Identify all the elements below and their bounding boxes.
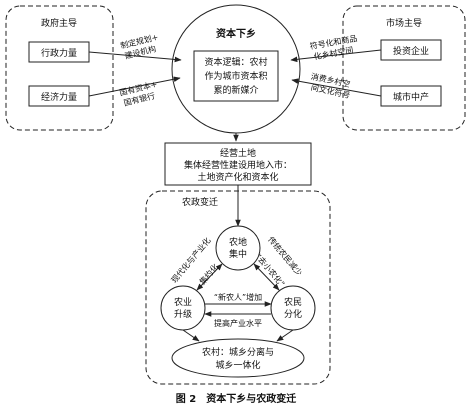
agriculture-upgrade-line-2: 升级 — [174, 308, 192, 320]
market-group-title: 市场主导 — [386, 17, 422, 29]
figure-caption: 图 2 资本下乡与农政变迁 — [176, 392, 296, 405]
government-group-border — [5, 5, 114, 131]
arrow-admin-to-center — [88, 51, 182, 63]
capital-logic-box — [193, 50, 279, 102]
market-group: 市场主导 投资企业 城市中产 — [342, 5, 466, 131]
arrow-middleclass-to-center — [291, 78, 382, 97]
rural-ellipse — [171, 338, 305, 378]
arrow-land-peasant — [253, 263, 280, 291]
land-management-line-2: 集体经营性建设用地入市： — [184, 159, 292, 171]
arrow-peasant-to-rural — [276, 329, 294, 342]
capital-center: 资本下乡 资本逻辑：农村 作为城市资本积 累的新媒介 — [171, 4, 301, 134]
land-management-line-3: 土地资产化和资本化 — [197, 171, 278, 183]
government-group: 政府主导 行政力量 经济力量 — [5, 5, 114, 131]
peasant-differentiation-line-2: 分化 — [284, 308, 302, 320]
arrow-agriculture-to-rural — [182, 329, 200, 342]
agrarian-change-title: 农政变迁 — [182, 196, 218, 208]
arrow-investment-to-center — [290, 49, 382, 63]
capital-logic-line-2: 作为城市资本积 — [204, 70, 267, 82]
market-group-border — [342, 5, 466, 131]
capital-logic-line-3: 累的新媒介 — [213, 84, 258, 96]
label-intensification: 集约化 — [197, 262, 220, 287]
land-concentration-circle — [215, 225, 261, 271]
investment-enterprise-label: 投资企业 — [393, 45, 429, 57]
peasant-differentiation-circle — [270, 285, 316, 331]
peasant-differentiation-line-1: 农民 — [284, 296, 302, 308]
agriculture-upgrade-line-1: 农业 — [174, 296, 192, 308]
land-management-line-1: 经营土地 — [220, 147, 256, 159]
capital-center-title: 资本下乡 — [216, 27, 256, 40]
land-concentration-line-2: 集中 — [229, 248, 247, 260]
land-management: 经营土地 集体经营性建设用地入市： 土地资产化和资本化 — [164, 142, 312, 186]
rural-ellipse-line-1: 农村：城乡分离与 — [202, 346, 274, 358]
arrow-land-agriculture — [196, 263, 223, 291]
land-management-box — [164, 142, 312, 186]
rural-ellipse-line-2: 城乡一体化 — [215, 359, 260, 371]
agrarian-change-border — [145, 190, 331, 385]
agriculture-upgrade-circle — [160, 285, 206, 331]
label-new-farmers: “新农人”增加 — [214, 292, 262, 302]
arrow-economic-to-center — [88, 76, 181, 97]
land-concentration-line-1: 农地 — [229, 236, 247, 248]
government-group-title: 政府主导 — [41, 17, 77, 29]
label-raise-industry-level: 提高产业水平 — [214, 318, 262, 328]
capital-logic-line-1: 资本逻辑：农村 — [204, 56, 267, 68]
economic-power-label: 经济力量 — [41, 91, 77, 103]
administrative-power-label: 行政力量 — [41, 47, 77, 59]
urban-middle-class-label: 城市中产 — [393, 91, 429, 103]
